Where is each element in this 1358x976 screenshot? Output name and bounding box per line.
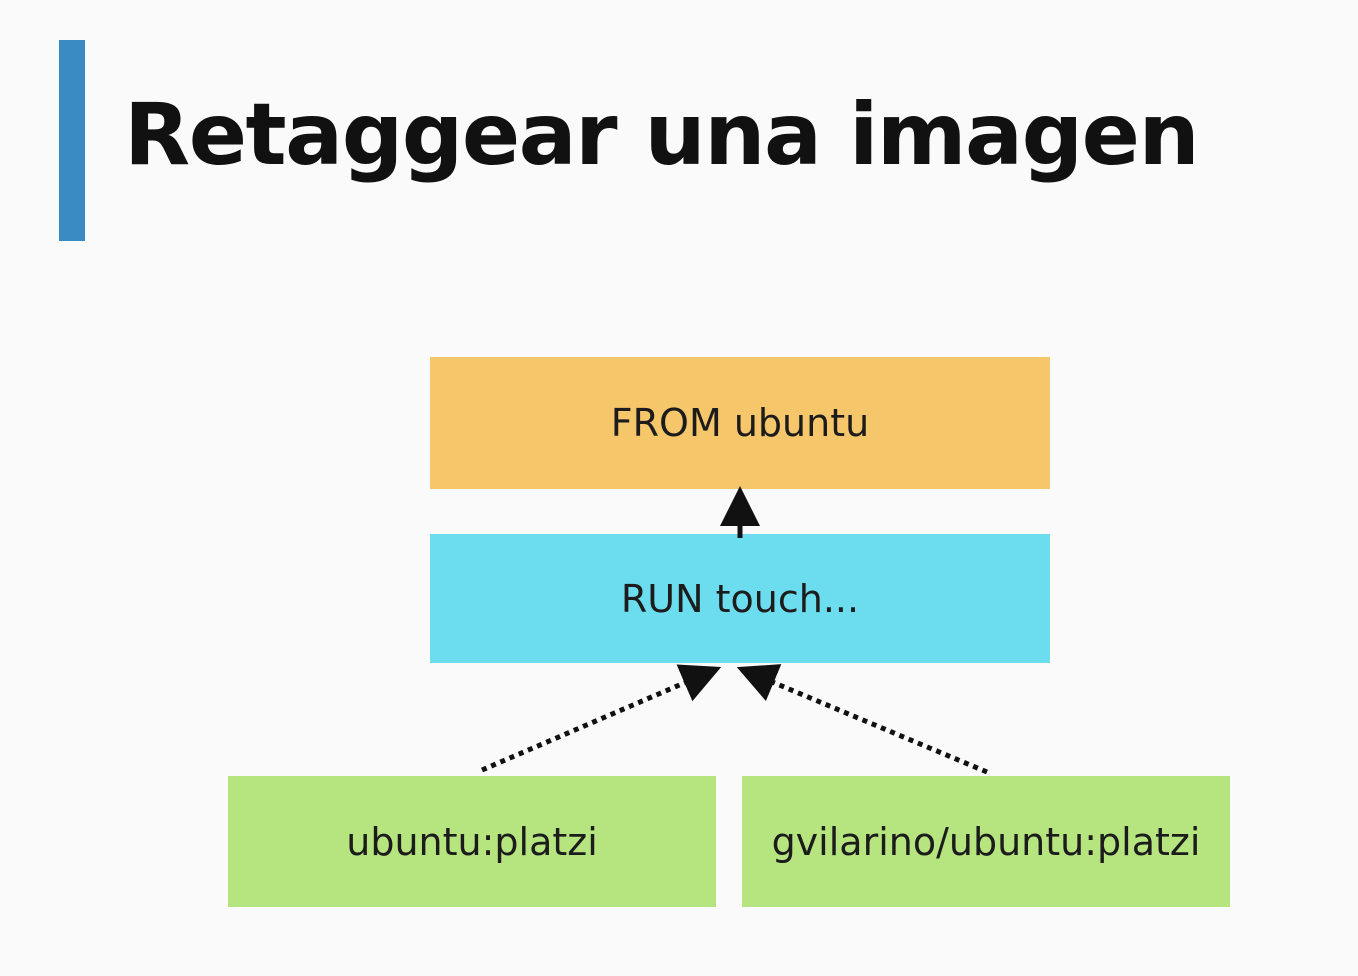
base-image-layer-box: FROM ubuntu <box>430 357 1050 489</box>
tag-label-gvilarino-ubuntu-platzi: gvilarino/ubuntu:platzi <box>771 819 1201 864</box>
tag-label-ubuntu-platzi: ubuntu:platzi <box>346 819 598 864</box>
tag-box-ubuntu-platzi: ubuntu:platzi <box>228 776 716 907</box>
title-accent-bar <box>59 40 85 241</box>
base-image-layer-label: FROM ubuntu <box>610 401 870 445</box>
dotted-arrow-tag1-to-run <box>481 664 722 773</box>
run-layer-label: RUN touch... <box>620 576 860 621</box>
tag-box-gvilarino-ubuntu-platzi: gvilarino/ubuntu:platzi <box>742 776 1230 907</box>
run-layer-box: RUN touch... <box>430 534 1050 663</box>
dotted-arrow-tag2-to-run <box>736 664 988 775</box>
slide-title: Retaggear una imagen <box>124 85 1200 185</box>
